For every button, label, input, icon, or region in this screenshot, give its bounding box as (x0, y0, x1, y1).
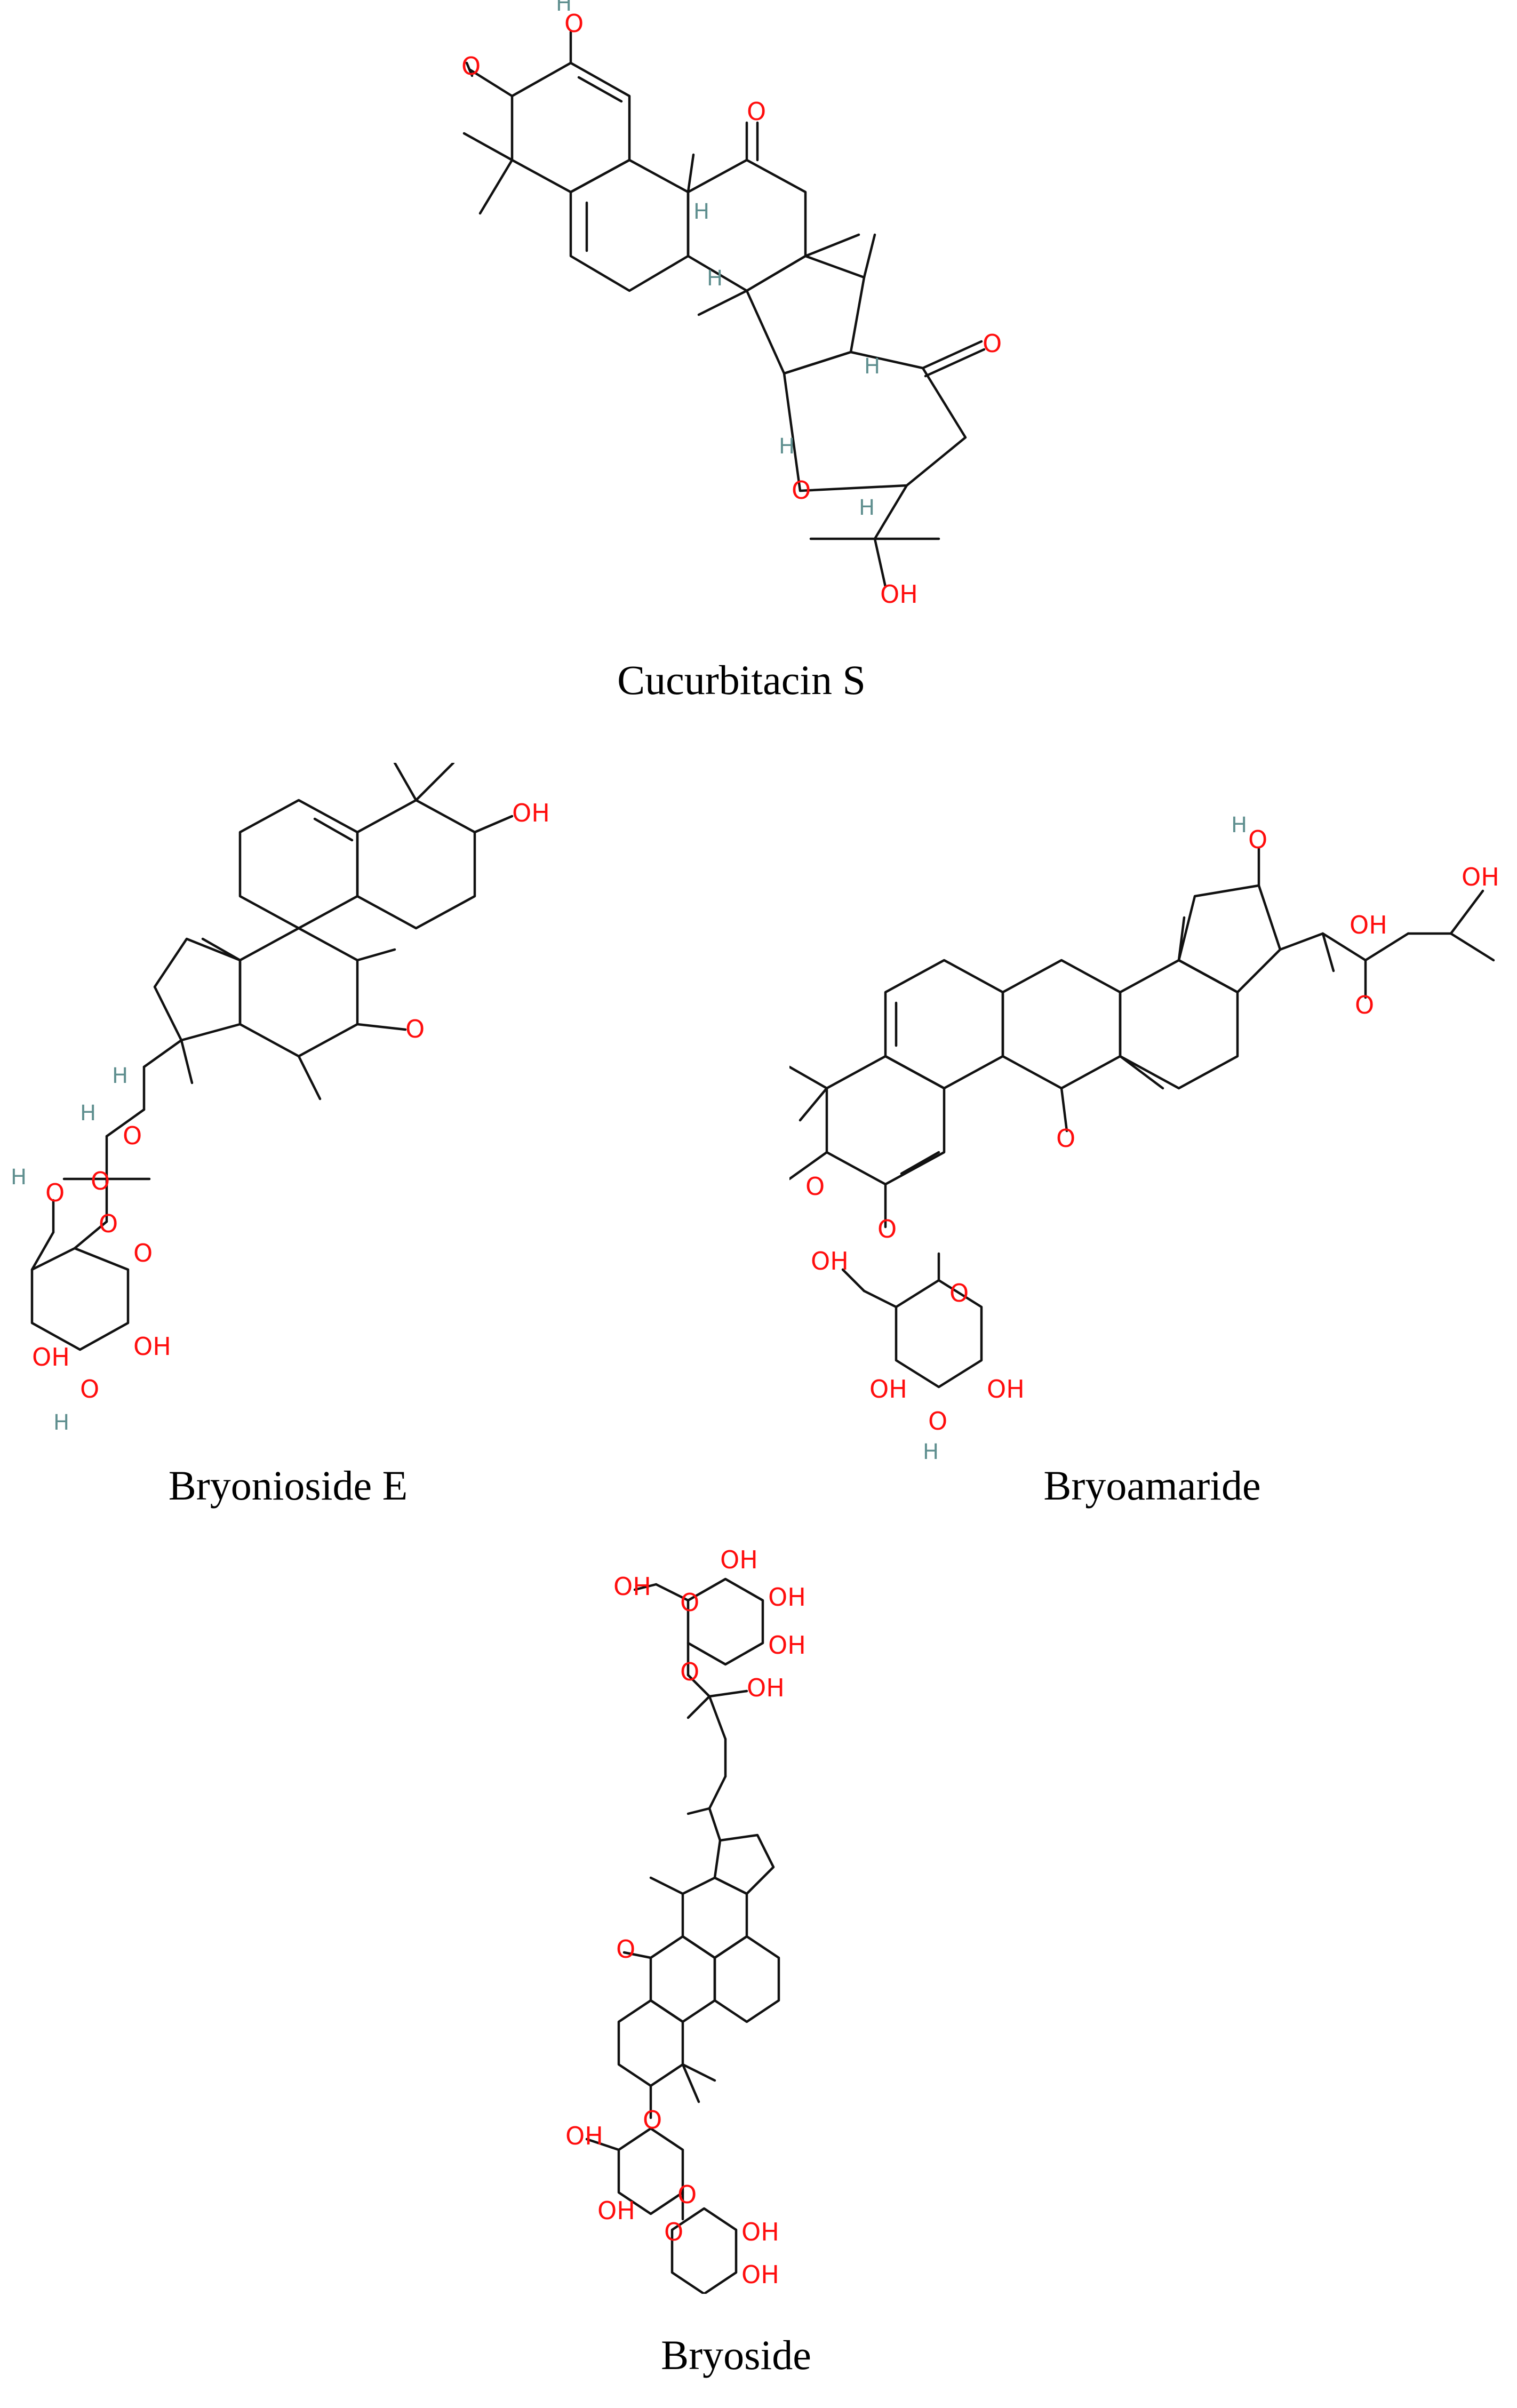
ketone-oxygen-label: O (805, 1172, 825, 1201)
caption-bryoside: Bryoside (661, 2332, 811, 2378)
hydroxyl-oxygen-label: O (45, 1178, 65, 1207)
caption-bryonioside-e: Bryonioside E (168, 1462, 408, 1509)
structure-bryonioside-e: OH O O H O H O O H O OH OH O H (11, 763, 550, 1435)
heteroatom-labels: OH OH OH OH O O OH O O OH OH O OH OH O (565, 1545, 806, 2289)
sugar-ring (30, 1199, 130, 1351)
glycosidic-oxygen-label: O (99, 1209, 118, 1238)
hydroxyl-oxygen-label: OH (597, 2196, 635, 2225)
ketone-oxygen-label: O (983, 329, 1002, 358)
hydroxyl-oxygen-label: OH (768, 1631, 806, 1660)
structure-bryoamaride: O O O O H OH O OH O OH OH OH O H (789, 813, 1499, 1464)
hydroxyl-oxygen-label: O (1248, 825, 1267, 854)
hydroxyl-oxygen-label: O (80, 1375, 99, 1404)
hydroxyl-hydrogen-label: H (53, 1410, 69, 1435)
ring-oxygen-label: O (792, 476, 811, 505)
heteroatom-labels: OH O O H O H O O H O OH OH O H (11, 799, 550, 1435)
ketone-oxygen-label: O (405, 1015, 425, 1043)
hydroxyl-oxygen-label: OH (1462, 863, 1499, 891)
stereo-hydrogen-label: H (693, 200, 709, 224)
hydroxyl-oxygen-label: OH (811, 1247, 849, 1275)
ketone-oxygen-label: O (1355, 991, 1374, 1019)
hydroxyl-hydrogen-label: H (1231, 813, 1247, 838)
hydroxyl-hydrogen-label: H (11, 1165, 27, 1190)
hydroxyl-oxygen-label: OH (512, 799, 550, 827)
ring-oxygen-label: O (664, 2218, 683, 2246)
substituent-bonds (62, 763, 514, 1250)
skeleton-rings (153, 799, 476, 1058)
heteroatom-labels: O O H O O O OH H H H H H (461, 0, 1002, 609)
glycosidic-oxygen-label: O (677, 2180, 697, 2209)
hydroxyl-oxygen-label: OH (133, 1332, 171, 1361)
hydroxyl-oxygen-label: OH (613, 1572, 651, 1601)
glycosidic-oxygen-label: O (877, 1215, 897, 1243)
hydroxyl-hydrogen-label: H (112, 1064, 128, 1088)
substituent-bonds (622, 1876, 716, 2119)
hydroxyl-hydrogen-label: H (556, 0, 572, 16)
side-chain (686, 1641, 748, 1842)
hydroxyl-oxygen-label: OH (565, 2122, 603, 2150)
stereo-hydrogen-label: H (779, 434, 795, 459)
hydroxyl-oxygen-label: O (928, 1407, 947, 1436)
ring-oxygen-label: O (949, 1279, 969, 1307)
structure-bryoside: OH OH OH OH O O OH O O OH OH O OH OH O (565, 1545, 806, 2294)
ketone-oxygen-label: O (1056, 1124, 1075, 1153)
skeleton-rings (510, 61, 967, 492)
glycosidic-oxygen-label: O (680, 1657, 699, 1686)
hydroxyl-oxygen-label: OH (869, 1375, 907, 1404)
stereo-hydrogen-label: H (707, 266, 723, 291)
substituent-bonds (789, 847, 1495, 1229)
heteroatom-labels: O O O O H OH O OH O OH OH OH O H (805, 813, 1499, 1464)
ketone-oxygen-label: O (461, 52, 481, 81)
stereo-hydrogen-label: H (859, 496, 875, 520)
caption-bryoamaride: Bryoamaride (1043, 1462, 1261, 1509)
hydroxyl-oxygen-label: O (564, 9, 584, 38)
hydroxyl-oxygen-label: OH (720, 1545, 758, 1574)
hydroxyl-oxygen-label: O (123, 1121, 142, 1150)
hydroxyl-hydrogen-label: H (80, 1101, 96, 1126)
skeleton-rings (825, 884, 1282, 1186)
bottom-sugar-rings (585, 2127, 738, 2294)
stereo-hydrogen-label: H (864, 354, 880, 379)
hydroxyl-oxygen-label: OH (1350, 911, 1387, 939)
ketone-oxygen-label: O (747, 97, 766, 126)
glycosidic-oxygen-label: O (643, 2106, 662, 2134)
hydroxyl-oxygen-label: OH (768, 1583, 806, 1612)
hydroxyl-oxygen-label: OH (880, 580, 918, 609)
hydroxyl-oxygen-label: OH (747, 1673, 785, 1702)
hydroxyl-oxygen-label: OH (32, 1343, 70, 1372)
sugar-ring (841, 1252, 983, 1389)
hydroxyl-hydrogen-label: H (923, 1440, 939, 1464)
ring-oxygen-label: O (680, 1588, 699, 1617)
caption-cucurbitacin-s: Cucurbitacin S (617, 657, 866, 703)
structure-cucurbitacin-s: O O H O O O OH H H H H H (461, 0, 1002, 609)
hydroxyl-oxygen-label: OH (741, 2218, 779, 2246)
hydroxyl-oxygen-label: O (91, 1167, 110, 1195)
hydroxyl-oxygen-label: OH (987, 1375, 1025, 1404)
substituent-bonds (462, 30, 986, 588)
hydroxyl-oxygen-label: OH (741, 2260, 779, 2289)
ketone-oxygen-label: O (616, 1935, 635, 1964)
skeleton-rings (617, 1833, 780, 2087)
ring-oxygen-label: O (133, 1239, 153, 1267)
